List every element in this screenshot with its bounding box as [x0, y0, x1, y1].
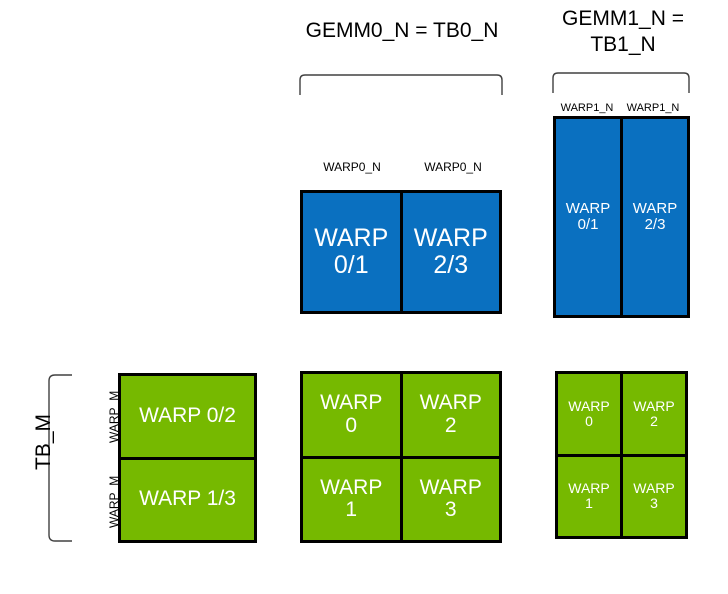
green-mid-cell-warp-0: WARP 0	[303, 374, 400, 456]
green-mid-row-bottom: WARP 1 WARP 3	[303, 458, 499, 540]
green-block-left: WARP 0/2 WARP 1/3	[118, 373, 257, 543]
gemm1-span-bracket	[551, 70, 691, 94]
gemm1-title: GEMM1_N = TB1_N	[562, 7, 684, 56]
green-right-divider-top	[620, 374, 623, 454]
green-mid-divider-mid	[303, 455, 499, 459]
green-right-cell-warp-3: WARP 3	[623, 456, 685, 536]
blue-gemm1-cell-warp-0-1: WARP 0/1	[556, 119, 620, 315]
green-mid-divider-top	[399, 374, 403, 456]
tb-m-label: TB_M	[32, 413, 55, 470]
blue-gemm1-divider	[620, 119, 623, 315]
blue-block-gemm0: WARP 0/1 WARP 2/3	[300, 190, 502, 314]
green-left-cell-warp-1-3: WARP 1/3	[121, 459, 254, 540]
green-block-right: WARP 0 WARP 2 WARP 1 WARP 3	[555, 371, 688, 539]
green-block-mid: WARP 0 WARP 2 WARP 1 WARP 3	[300, 371, 502, 543]
gemm0-title: GEMM0_N = TB0_N	[305, 19, 499, 42]
green-right-cell-warp-1: WARP 1	[558, 456, 620, 536]
green-mid-cell-warp-2: WARP 2	[402, 374, 499, 456]
green-left-divider	[121, 456, 254, 460]
green-right-divider-bottom	[620, 456, 623, 536]
green-mid-cell-warp-1: WARP 1	[303, 458, 400, 540]
green-right-divider-mid	[558, 453, 685, 457]
green-mid-divider-bottom	[399, 458, 403, 540]
blue-gemm0-cell-warp-2-3: WARP 2/3	[402, 193, 499, 311]
gemm0-span-bracket	[298, 72, 504, 96]
warp1-n-label-right: WARP1_N	[626, 102, 680, 114]
green-right-row-top: WARP 0 WARP 2	[558, 374, 685, 454]
green-mid-cell-warp-3: WARP 3	[402, 458, 499, 540]
blue-block-gemm1: WARP 0/1 WARP 2/3	[553, 116, 690, 318]
blue-gemm1-cell-warp-2-3: WARP 2/3	[623, 119, 687, 315]
warp1-n-label-left: WARP1_N	[560, 102, 614, 114]
warp0-n-label-left: WARP0_N	[323, 160, 381, 174]
blue-gemm0-cell-warp-0-1: WARP 0/1	[303, 193, 400, 311]
green-right-cell-warp-2: WARP 2	[623, 374, 685, 454]
green-right-row-bottom: WARP 1 WARP 3	[558, 456, 685, 536]
blue-gemm0-divider	[399, 193, 403, 311]
tb-m-bracket	[46, 373, 74, 543]
green-left-cell-warp-0-2: WARP 0/2	[121, 376, 254, 457]
green-right-cell-warp-0: WARP 0	[558, 374, 620, 454]
warp0-n-label-right: WARP0_N	[424, 160, 482, 174]
green-mid-row-top: WARP 0 WARP 2	[303, 374, 499, 456]
